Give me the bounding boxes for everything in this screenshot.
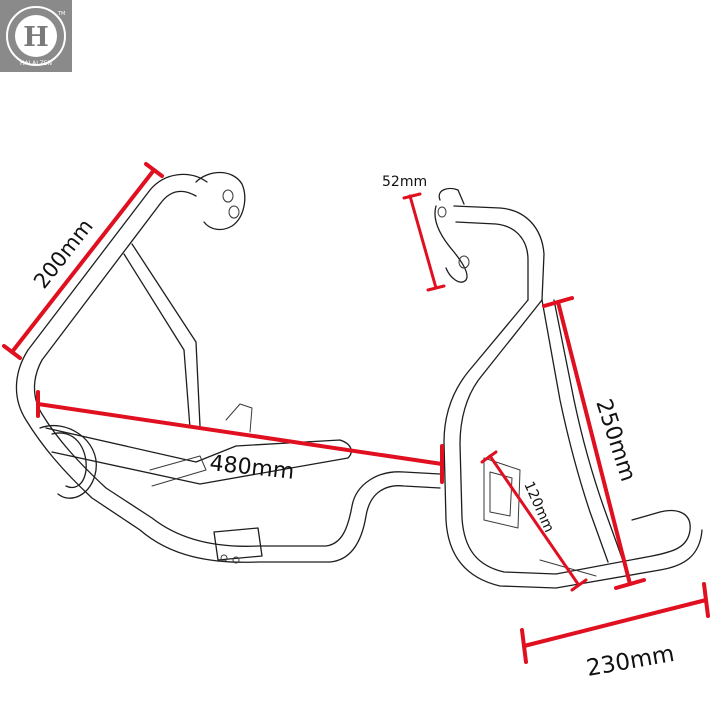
logo-letter: H	[23, 22, 49, 53]
dim-tick-200-a	[144, 162, 164, 178]
dim-tick-200-b	[2, 344, 22, 360]
dim-tick-250-a	[542, 296, 574, 308]
logo-tm: TM	[57, 11, 65, 17]
dim-52mm: 52mm	[382, 174, 446, 292]
brand-logo-emblem: H TM HALALZEN	[6, 6, 66, 67]
dim-line-250	[556, 300, 632, 586]
dim-line-52	[408, 194, 438, 290]
dim-200mm: 200mm	[2, 162, 164, 360]
dim-250mm: 250mm	[542, 296, 646, 590]
dim-line-200	[10, 168, 156, 354]
dim-120mm: 120mm	[480, 450, 588, 592]
dim-tick-120-a	[480, 450, 498, 464]
dim-480mm: 480mm	[36, 390, 444, 485]
dim-line-480	[36, 402, 444, 466]
dim-tick-230-b	[702, 582, 710, 618]
brand-logo: H TM HALALZEN	[0, 0, 72, 72]
dim-tick-250-b	[614, 578, 646, 590]
label-250mm: 250mm	[590, 396, 640, 484]
dim-tick-52-a	[402, 192, 422, 200]
dim-line-120	[488, 454, 580, 586]
label-230mm: 230mm	[585, 641, 677, 682]
dim-230mm: 230mm	[520, 582, 710, 682]
logo-wordmark: HALALZEN	[20, 60, 52, 67]
label-52mm: 52mm	[382, 174, 427, 190]
dim-tick-120-b	[570, 578, 588, 592]
left-crash-bar	[15, 171, 441, 564]
dim-tick-52-b	[426, 284, 446, 292]
right-crash-bar	[434, 187, 703, 589]
dim-line-230	[522, 598, 708, 648]
dim-tick-230-a	[520, 628, 528, 664]
